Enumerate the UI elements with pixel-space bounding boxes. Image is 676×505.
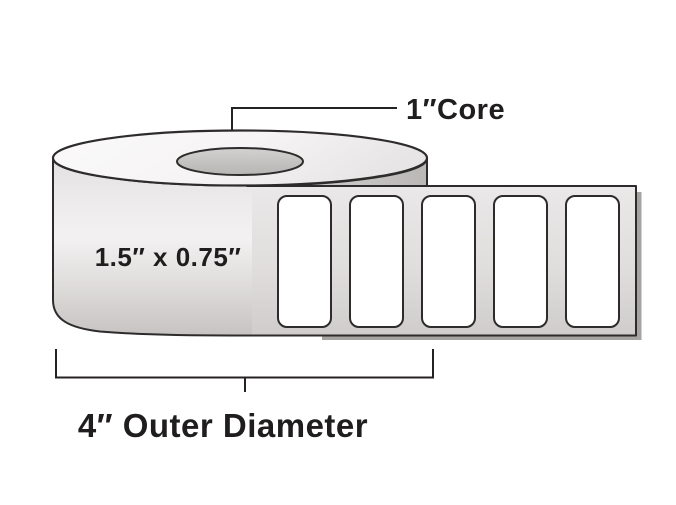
- core-size-label: 1″Core: [406, 94, 505, 126]
- label-size-label: 1.5″ x 0.75″: [95, 242, 242, 272]
- outer-diameter-bracket: [55, 349, 434, 379]
- blank-label-4: [493, 195, 548, 328]
- core-leader-line: [231, 107, 397, 130]
- blank-label-5: [565, 195, 620, 328]
- blank-label-2: [349, 195, 404, 328]
- roll-core: [176, 147, 304, 176]
- blank-label-3: [421, 195, 476, 328]
- strip-shadow-bottom: [322, 335, 642, 340]
- label-strip-border: [252, 185, 637, 337]
- outer-diameter-label: 4″ Outer Diameter: [78, 407, 368, 444]
- strip-shadow-right: [637, 192, 642, 340]
- blank-label-1: [277, 195, 332, 328]
